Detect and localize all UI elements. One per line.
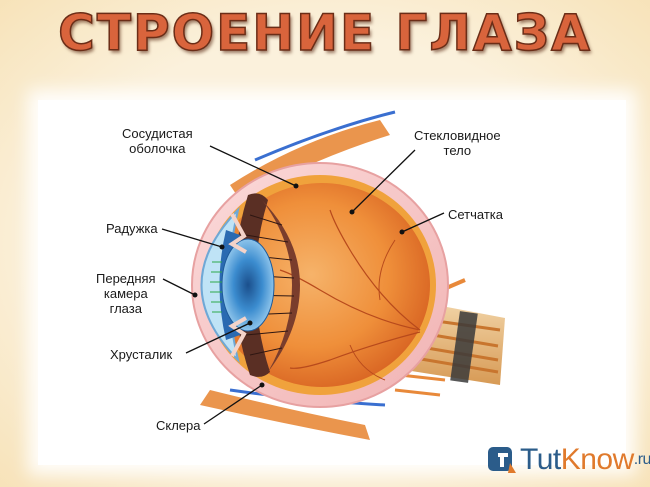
retinal-vessel bbox=[378, 239, 396, 301]
watermark-text-tut: Tut bbox=[520, 443, 561, 476]
label-lens: Хрусталик bbox=[110, 347, 173, 362]
ligament-bottom bbox=[228, 316, 247, 357]
pointer-lines bbox=[161, 145, 445, 425]
label-choroid-line2: оболочка bbox=[129, 141, 186, 156]
vessel-top bbox=[254, 110, 396, 162]
optic-nerve-core bbox=[450, 311, 478, 383]
page-title: СТРОЕНИЕ ГЛАЗА bbox=[57, 3, 592, 63]
label-vitreous-line2: тело bbox=[443, 143, 472, 158]
tutknow-logo-icon bbox=[488, 447, 516, 473]
watermark-text-domain: .ru bbox=[633, 451, 650, 468]
label-choroid: Сосудистая оболочка bbox=[122, 126, 193, 156]
ciliary-muscle bbox=[262, 200, 300, 372]
retinal-vessel bbox=[329, 209, 421, 331]
iris-fibers bbox=[210, 261, 222, 313]
label-anterior-line2: камера bbox=[103, 286, 148, 301]
label-iris: Радужка bbox=[106, 221, 158, 236]
watermark-text-know: Know bbox=[560, 443, 635, 476]
vitreous-body-shape bbox=[214, 183, 430, 387]
label-vitreous-line1: Стекловидное bbox=[414, 128, 501, 143]
retinal-vessel bbox=[289, 331, 421, 369]
lens-shape bbox=[221, 238, 275, 332]
label-retina: Сетчатка bbox=[448, 207, 504, 222]
label-choroid-line1: Сосудистая bbox=[122, 126, 193, 141]
label-anterior-chamber: Передняя камера глаза bbox=[96, 271, 156, 316]
label-vitreous-body: Стекловидное тело bbox=[414, 128, 501, 158]
retinal-vessel bbox=[349, 344, 386, 381]
muscle-bottom bbox=[200, 390, 370, 440]
muscle-nerve-bottom bbox=[394, 373, 446, 397]
pointer-dots bbox=[192, 183, 405, 388]
label-sclera: Склера bbox=[156, 418, 201, 433]
ligament-top bbox=[228, 213, 247, 254]
label-anterior-line3: глаза bbox=[109, 301, 142, 316]
label-anterior-line1: Передняя bbox=[96, 271, 156, 286]
